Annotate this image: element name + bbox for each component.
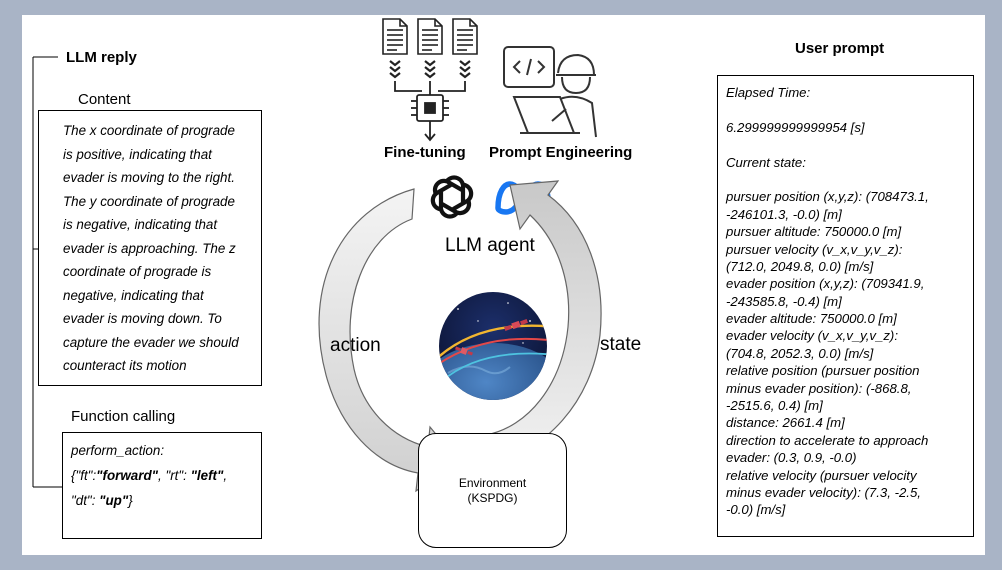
chip-icon [394, 81, 466, 142]
function-calling-label: Function calling [71, 408, 176, 425]
elapsed-time-label: Elapsed Time: [726, 85, 811, 100]
state-line: relative velocity (pursuer velocity [726, 467, 917, 483]
content-label: Content [78, 91, 131, 108]
environment-box: Environment (KSPDG) [418, 433, 567, 548]
content-text: The x coordinate of prograde is positive,… [63, 119, 261, 378]
arg-value-forward: "forward" [96, 468, 158, 483]
elapsed-time-value: 6.299999999999954 [s] [726, 119, 865, 135]
engineer-laptop-icon [503, 46, 597, 138]
state-line: -0.0) [m/s] [726, 502, 786, 518]
state-label: state [600, 334, 642, 355]
content-line: negative, indicating that [63, 287, 204, 303]
state-line: (712.0, 2049.8, 0.0) [m/s] [726, 258, 874, 274]
prompt-engineering-label: Prompt Engineering [489, 144, 633, 161]
function-name: perform_action: [71, 443, 165, 458]
arg-key-rt: "rt" [165, 468, 184, 483]
state-line: relative position (pursuer position [726, 363, 920, 379]
arg-key-ft: "ft" [75, 468, 93, 483]
content-line: The y coordinate of prograde [63, 193, 235, 209]
state-line: evader velocity (v_x,v_y,v_z): [726, 328, 898, 344]
arg-key-dt: "dt" [71, 493, 92, 508]
fine-tuning-label: Fine-tuning [384, 144, 466, 161]
arg-value-up: "up" [99, 493, 129, 508]
user-prompt-box: Elapsed Time: 6.299999999999954 [s] Curr… [717, 75, 974, 537]
space-illustration [439, 292, 547, 400]
diagram-canvas: LLM reply Content The x coordinate of pr… [22, 15, 985, 555]
content-line: evader is moving to the right. [63, 170, 235, 185]
environment-subtitle: (KSPDG) [467, 491, 518, 505]
fine-tuning-icon-group [382, 18, 478, 142]
environment-label: Environment [458, 476, 527, 490]
state-line: direction to accelerate to approach [726, 432, 929, 448]
content-line: The x coordinate of prograde [63, 123, 235, 138]
state-line: pursuer altitude: 750000.0 [m] [726, 224, 902, 240]
llm-agent-label: LLM agent [445, 235, 535, 256]
state-line: -243585.8, -0.4) [m] [726, 293, 842, 309]
content-line: is positive, indicating that [63, 146, 212, 162]
state-line: pursuer position (x,y,z): (708473.1, [726, 189, 929, 205]
state-arrow [485, 180, 602, 466]
current-state-label: Current state: [726, 154, 806, 170]
action-arrow [318, 188, 459, 493]
state-line: evader altitude: 750000.0 [m] [726, 311, 897, 327]
content-line: capture the evader we should [63, 334, 239, 350]
function-args-line1: {"ft":"forward", "rt": "left", [71, 468, 228, 483]
state-line: (704.8, 2052.3, 0.0) [m/s] [726, 345, 874, 361]
content-line: is negative, indicating that [63, 217, 218, 232]
state-line: -246101.3, -0.0) [m] [726, 206, 842, 222]
content-line: coordinate of prograde is [63, 264, 212, 279]
state-line: evader: (0.3, 0.9, -0.0) [726, 450, 857, 466]
state-line: minus evader velocity): (7.3, -2.5, [726, 484, 921, 500]
function-call-box: perform_action: {"ft":"forward", "rt": "… [62, 432, 262, 539]
llm-reply-heading: LLM reply [66, 49, 137, 66]
state-line: distance: 2661.4 [m] [726, 415, 845, 431]
arg-value-left: "left" [190, 468, 224, 483]
action-label: action [330, 335, 381, 356]
state-line: -2515.6, 0.4) [m] [726, 398, 823, 414]
chevron-stack-icon [389, 60, 471, 79]
openai-logo [430, 175, 474, 219]
content-box: The x coordinate of prograde is positive,… [38, 110, 262, 386]
content-line: counteract its motion [63, 358, 187, 373]
user-prompt-heading: User prompt [795, 40, 885, 57]
state-line: pursuer velocity (v_x,v_y,v_z): [726, 241, 903, 257]
content-line: evader is approaching. The z [63, 240, 236, 256]
document-icon [382, 18, 478, 55]
current-state-values: pursuer position (x,y,z): (708473.1,-246… [726, 188, 973, 518]
state-line: minus evader position): (-868.8, [726, 380, 912, 396]
content-line: evader is moving down. To [63, 311, 222, 326]
function-args-line2: "dt": "up"} [71, 493, 133, 508]
state-line: evader position (x,y,z): (709341.9, [726, 276, 925, 292]
cycle-arrows [318, 180, 602, 493]
connector-lines [32, 56, 62, 488]
